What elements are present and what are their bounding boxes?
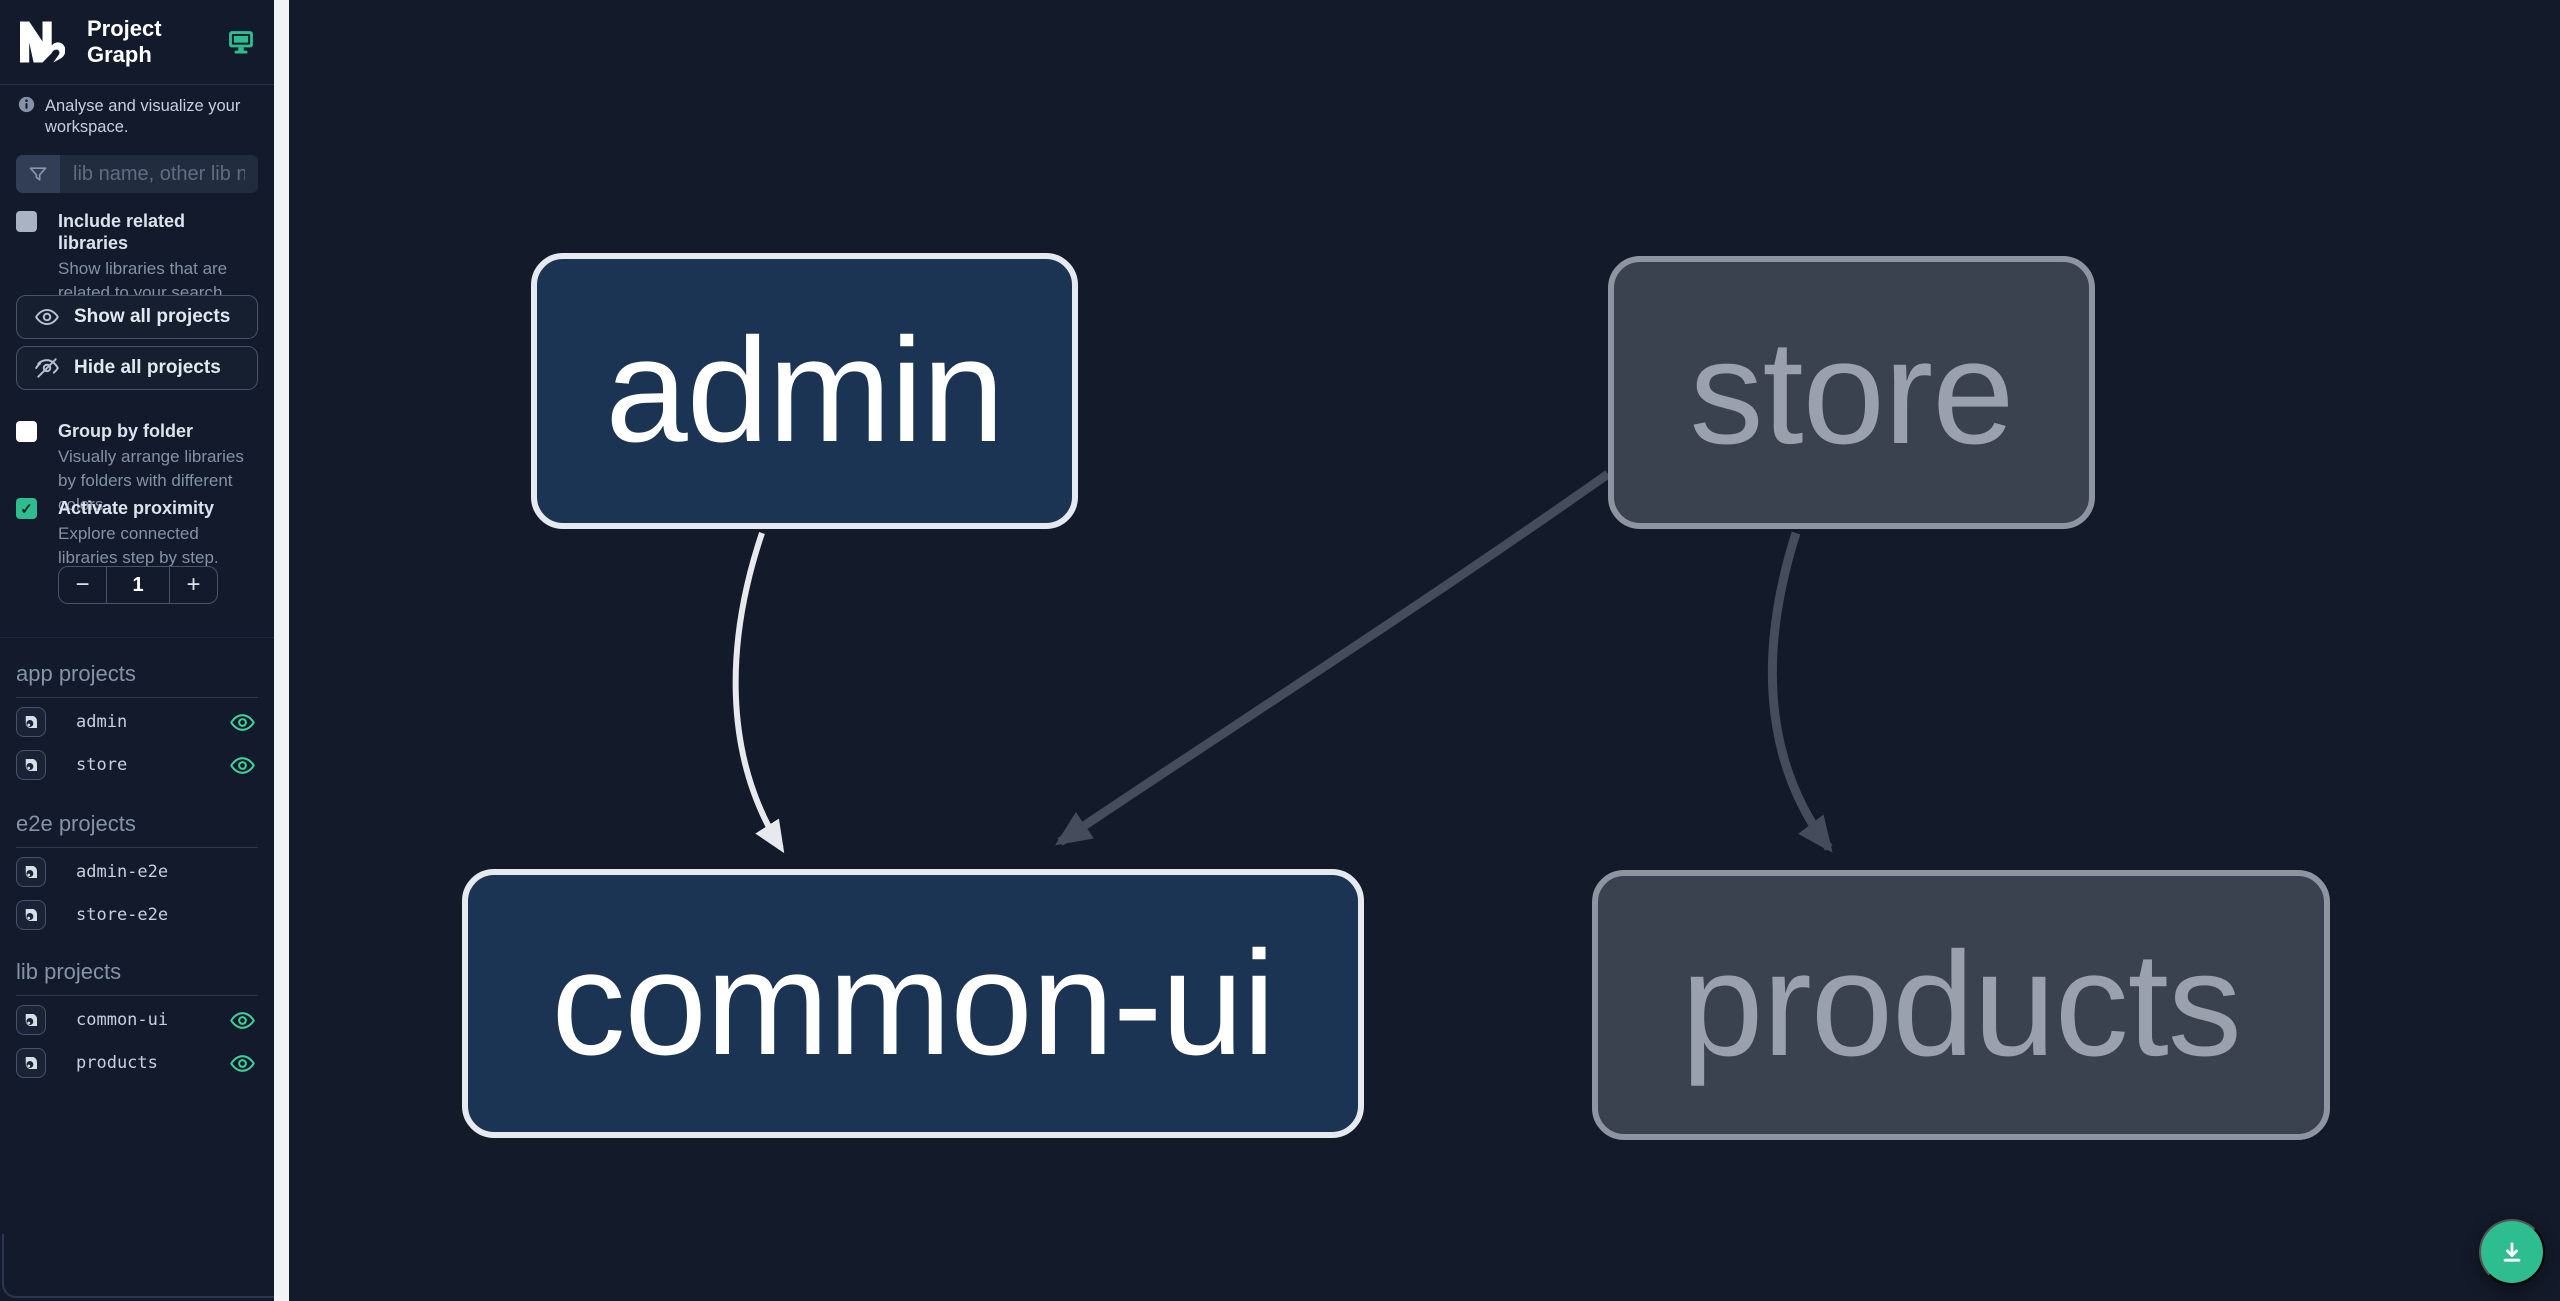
graph-node-products[interactable]: products (1592, 870, 2330, 1140)
graph-node-admin[interactable]: admin (531, 253, 1078, 529)
sidebar-divider (0, 637, 274, 638)
eye-icon (34, 304, 60, 330)
focus-project-button[interactable] (16, 857, 46, 887)
nx-logo (20, 21, 65, 63)
project-row-products: products (16, 1044, 258, 1082)
project-row-store-e2e: store-e2e (16, 896, 258, 934)
graph-node-store[interactable]: store (1608, 256, 2095, 529)
graph-node-common-ui[interactable]: common-ui (462, 869, 1364, 1138)
group-by-folder-description: Visually arrange libraries by folders wi… (58, 447, 244, 514)
project-row-common-ui: common-ui (16, 1001, 258, 1039)
proximity-stepper: − 1 + (58, 566, 218, 604)
activate-proximity-label[interactable]: Activate proximity (58, 498, 215, 518)
eye-off-icon (34, 355, 60, 381)
node-label-common-ui: common-ui (551, 920, 1276, 1086)
show-all-projects-button[interactable]: Show all projects (16, 295, 258, 339)
app-title: Project Graph (87, 16, 162, 67)
edge-store-to-common-ui (1055, 470, 1611, 846)
search-input[interactable] (60, 155, 258, 193)
option-group-by-folder: Group by folder Visually arrange librari… (16, 420, 258, 517)
section-underline (16, 995, 258, 996)
filter-icon (16, 155, 60, 193)
hide-all-projects-button[interactable]: Hide all projects (16, 346, 258, 390)
section-underline (16, 847, 258, 848)
show-all-projects-label: Show all projects (74, 306, 231, 327)
option-include-related: Include related libraries Show libraries… (16, 210, 258, 305)
visibility-eye-icon[interactable] (229, 1007, 256, 1034)
section-app-projects: app projects admin (16, 660, 258, 784)
activate-proximity-checkbox[interactable]: ✓ (16, 498, 37, 519)
focus-project-button[interactable] (16, 1048, 46, 1078)
proximity-value: 1 (106, 567, 170, 603)
proximity-increment-button[interactable]: + (186, 571, 201, 598)
project-name[interactable]: store (76, 755, 128, 775)
edge-store-to-products (1767, 531, 1833, 853)
project-name[interactable]: products (76, 1053, 158, 1073)
section-title: e2e projects (16, 811, 136, 836)
section-underline (16, 697, 258, 698)
project-name[interactable]: common-ui (76, 1010, 169, 1030)
edge-admin-to-common-ui (732, 532, 785, 854)
focus-project-button[interactable] (16, 707, 46, 737)
node-label-admin: admin (605, 308, 1004, 473)
group-by-folder-label[interactable]: Group by folder (58, 421, 193, 441)
include-related-checkbox[interactable] (16, 211, 37, 232)
sidebar-scrollbar-track[interactable] (274, 0, 289, 1301)
section-title: lib projects (16, 959, 122, 984)
debugger-monitor-icon[interactable] (228, 30, 254, 54)
include-related-label[interactable]: Include related libraries (58, 211, 186, 253)
section-e2e-projects: e2e projects admin-e2e store-e2e (16, 810, 258, 934)
activate-proximity-description: Explore connected libraries step by step… (58, 524, 219, 567)
project-name[interactable]: store-e2e (76, 905, 169, 925)
info-icon (18, 96, 35, 113)
proximity-decrement-button[interactable]: − (75, 571, 90, 598)
node-label-store: store (1689, 309, 2014, 475)
section-lib-projects: lib projects common-ui (16, 958, 258, 1082)
project-name[interactable]: admin (76, 712, 128, 732)
focus-project-button[interactable] (16, 750, 46, 780)
workspace-subtitle: Analyse and visualize your workspace. (45, 97, 241, 136)
download-icon (2498, 1238, 2526, 1266)
project-name[interactable]: admin-e2e (76, 862, 169, 882)
visibility-eye-icon[interactable] (229, 709, 256, 736)
sidebar: Project Graph Analyse and visualize your… (0, 0, 274, 1301)
hide-all-projects-label: Hide all projects (74, 357, 221, 378)
project-row-admin: admin (16, 703, 258, 741)
sidebar-header: Project Graph (0, 0, 274, 85)
focus-project-button[interactable] (16, 900, 46, 930)
project-row-store: store (16, 746, 258, 784)
node-label-products: products (1681, 922, 2242, 1087)
option-activate-proximity: ✓ Activate proximity Explore connected l… (16, 497, 258, 570)
download-graph-button[interactable] (2479, 1219, 2545, 1285)
visibility-eye-icon[interactable] (229, 752, 256, 779)
group-by-folder-checkbox[interactable] (16, 421, 37, 442)
workspace-subtitle-row: Analyse and visualize your workspace. (18, 96, 258, 138)
focus-project-button[interactable] (16, 1005, 46, 1035)
visibility-eye-icon[interactable] (229, 1050, 256, 1077)
search-box (16, 155, 258, 193)
section-title: app projects (16, 661, 136, 686)
project-row-admin-e2e: admin-e2e (16, 853, 258, 891)
sidebar-bottom-corner (2, 1234, 274, 1298)
